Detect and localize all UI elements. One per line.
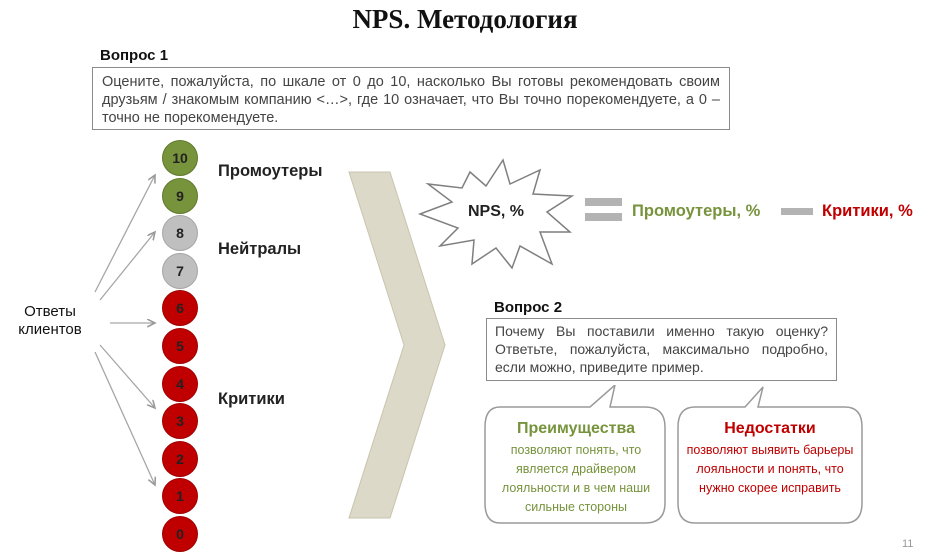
neutrals-label: Нейтралы: [218, 240, 302, 258]
question1-box: Оцените, пожалуйста, по шкале от 0 до 10…: [92, 67, 730, 130]
score-circle-5: 5: [162, 328, 198, 364]
arrow-to-low: [94, 351, 155, 485]
equals-bar-top: [585, 198, 622, 206]
formula-critics: Критики, %: [822, 202, 913, 220]
bubbles-graphics: [484, 385, 863, 524]
question1-text: Оцените, пожалуйста, по шкале от 0 до 10…: [102, 74, 720, 126]
disadvantages-title: Недостатки: [724, 420, 816, 437]
page-number: 11: [902, 538, 914, 550]
score-circle-4: 4: [162, 365, 198, 402]
score-circle-2: 2: [162, 440, 198, 477]
disadvantages-text: позволяют выявить барьеры лояльности и п…: [686, 443, 854, 495]
question2-label: Вопрос 2: [494, 299, 563, 316]
advantages-title: Преимущества: [517, 420, 635, 437]
score-circle-8: 8: [162, 215, 198, 252]
critics-label: Критики: [218, 390, 285, 408]
score-circle-9: 9: [162, 177, 198, 214]
page-title: NPS. Методология: [352, 4, 578, 34]
respondents-label: Ответы клиентов: [18, 303, 82, 338]
formula-promoters: Промоутеры, %: [632, 202, 761, 220]
score-circle-1: 1: [162, 478, 198, 515]
score-circle-7: 7: [162, 252, 198, 289]
advantages-content: Преимущества позволяют понять, что являе…: [490, 420, 662, 517]
arrow-to-promoters: [94, 175, 155, 293]
equals-bar-bottom: [585, 213, 622, 221]
chevron-shape: [348, 171, 446, 519]
score-circle-3: 3: [162, 403, 198, 440]
arrow-to-neutrals: [99, 232, 155, 301]
score-circle-6: 6: [162, 290, 198, 327]
score-circle-10: 10: [162, 140, 198, 176]
question2-text: Почему Вы поставили именно такую оценку?…: [495, 323, 828, 375]
disadvantages-bubble: [677, 386, 863, 524]
advantages-bubble: [484, 385, 666, 524]
question1-label: Вопрос 1: [100, 47, 169, 64]
disadvantages-content: Недостатки позволяют выявить барьеры лоя…: [684, 420, 856, 498]
score-circle-0: 0: [162, 516, 198, 552]
arrow-to-critics: [99, 344, 155, 408]
minus-sign: [781, 208, 813, 215]
promoters-label: Промоутеры: [218, 162, 323, 180]
question2-box: Почему Вы поставили именно такую оценку?…: [486, 318, 837, 381]
advantages-text: позволяют понять, что является драйвером…: [501, 443, 651, 514]
nps-star-label: NPS, %: [468, 203, 524, 220]
nps-star-shape: [417, 158, 575, 270]
